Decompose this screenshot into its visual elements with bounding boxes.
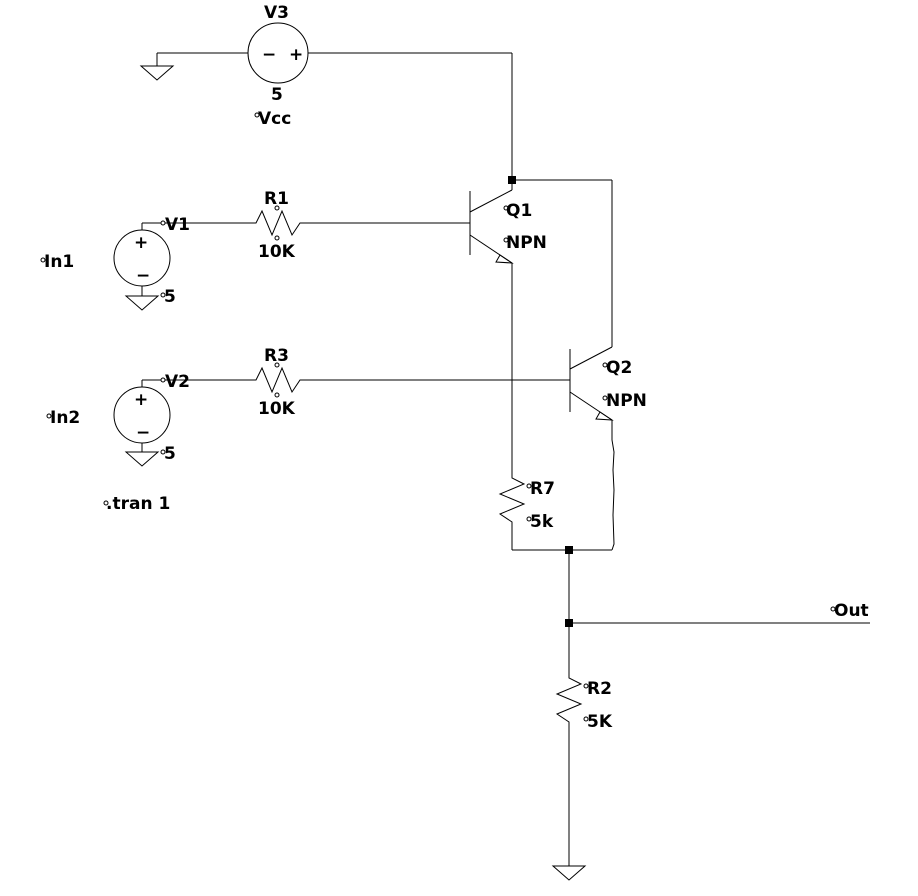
net-in2-text: In2	[50, 408, 80, 428]
source-plus-sign: +	[289, 45, 303, 65]
value-v3: 5	[271, 85, 283, 105]
label-v3: V3	[264, 3, 289, 23]
v2-plus-sign: +	[134, 390, 148, 410]
transistor-q2[interactable]	[569, 338, 614, 421]
value-r2: 5K	[587, 712, 613, 732]
ground-symbol-v3	[139, 53, 175, 81]
directive-text: .tran 1	[106, 494, 170, 514]
net-vcc-text: Vcc	[258, 109, 291, 129]
label-q1: Q1	[506, 201, 532, 221]
net-label-in1[interactable]: In1	[40, 252, 74, 272]
value-r7: 5k	[530, 512, 554, 532]
transistor-q1[interactable]	[469, 180, 514, 264]
v2-minus-sign: −	[136, 423, 150, 443]
source-minus-sign: −	[262, 45, 276, 65]
model-q1: NPN	[506, 233, 547, 253]
junction-out	[565, 619, 573, 627]
label-q2: Q2	[606, 358, 632, 378]
net-in1-text: In1	[44, 252, 74, 272]
value-r1: 10K	[258, 242, 296, 262]
ground-symbol-v2	[124, 451, 160, 467]
resistor-r7[interactable]	[498, 472, 526, 528]
voltage-source-v2[interactable]: + −	[113, 386, 171, 444]
label-r1: R1	[264, 189, 289, 209]
value-r3: 10K	[258, 399, 296, 419]
resistor-r1[interactable]	[250, 209, 306, 237]
resistor-r2[interactable]	[555, 672, 583, 728]
value-v2: 5	[164, 444, 176, 464]
ground-symbol-v1	[124, 295, 160, 311]
model-q2: NPN	[606, 391, 647, 411]
label-r3: R3	[264, 346, 289, 366]
net-label-out[interactable]: Out	[830, 601, 869, 621]
net-label-in2[interactable]: In2	[46, 408, 80, 428]
spice-directive[interactable]: .tran 1	[103, 494, 170, 514]
v1-minus-sign: −	[136, 266, 150, 286]
voltage-source-v3[interactable]: − +	[247, 22, 309, 84]
ground-symbol-r2	[551, 865, 587, 881]
label-r2: R2	[587, 679, 612, 699]
resistor-r3[interactable]	[250, 366, 306, 394]
label-v1: V1	[165, 215, 190, 235]
label-v2: V2	[165, 372, 190, 392]
net-out-text: Out	[834, 601, 869, 621]
voltage-source-v1[interactable]: + −	[113, 229, 171, 287]
wire-q2-emitter	[611, 420, 615, 551]
value-v1: 5	[164, 287, 176, 307]
label-r7: R7	[530, 479, 555, 499]
net-label-vcc[interactable]: Vcc	[254, 109, 291, 129]
v1-plus-sign: +	[134, 233, 148, 253]
